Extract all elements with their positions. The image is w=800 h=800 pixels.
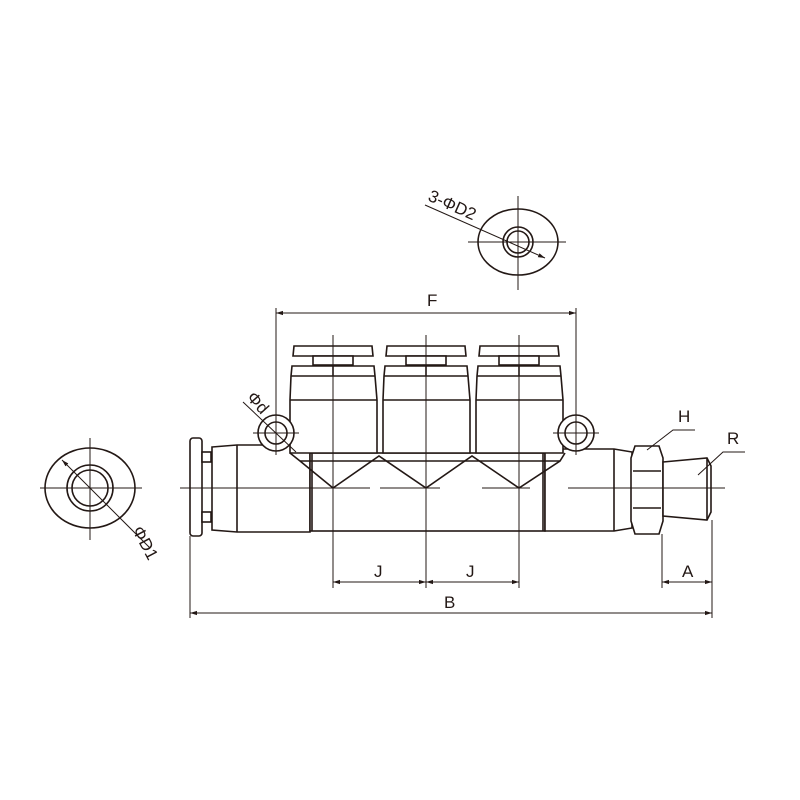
center-lines bbox=[180, 308, 725, 618]
label-d: Φd bbox=[243, 388, 273, 418]
label-3-d2: 3-ΦD2 bbox=[425, 186, 479, 224]
label-f: F bbox=[427, 291, 437, 310]
label-r: R bbox=[727, 429, 739, 448]
label-j-1: J bbox=[374, 562, 383, 581]
port-end-view-left: ΦD1 bbox=[40, 438, 162, 563]
port-end-view-top: 3-ΦD2 bbox=[424, 186, 566, 290]
label-a: A bbox=[682, 562, 694, 581]
manifold-body bbox=[189, 345, 712, 537]
label-d1: ΦD1 bbox=[128, 523, 161, 563]
label-b: B bbox=[444, 593, 455, 612]
label-j-2: J bbox=[466, 562, 475, 581]
label-h: H bbox=[678, 407, 690, 426]
